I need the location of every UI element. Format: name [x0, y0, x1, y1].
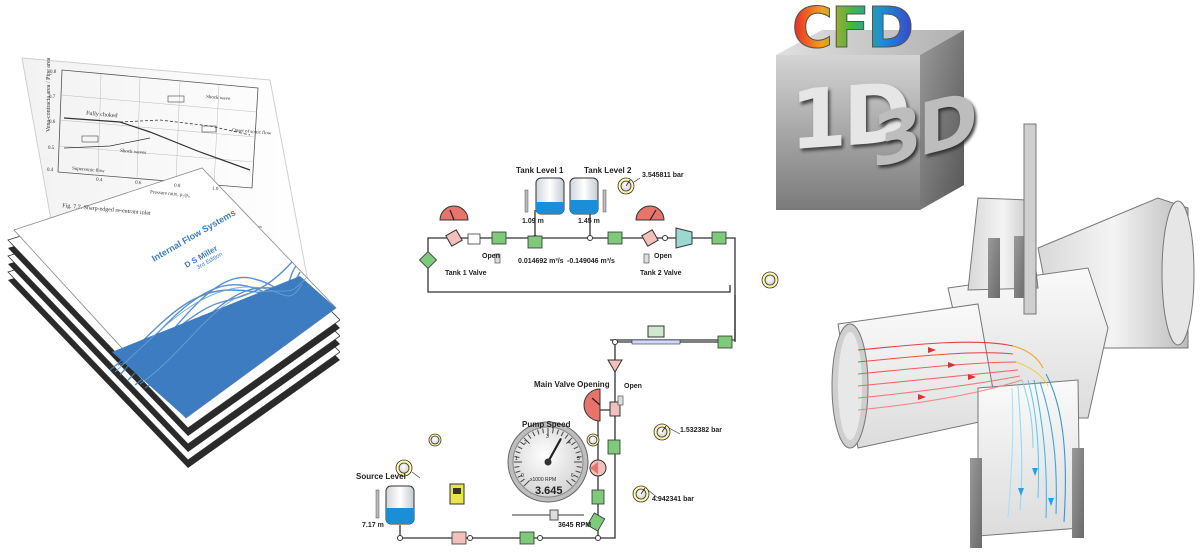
- dial-tick-2: 2: [524, 440, 527, 446]
- tank1-level: 1.09 m: [522, 218, 544, 225]
- dial-tick-mark: [515, 451, 521, 454]
- main-valve-label: Main Valve Opening: [534, 380, 610, 389]
- pump-rpm-readout: 3645 RPM: [558, 522, 592, 529]
- tank1-valve-state[interactable]: Open: [482, 253, 500, 260]
- dial-tick-0: 0: [521, 473, 524, 479]
- tank1-valve-label: Tank 1 Valve: [445, 270, 487, 277]
- dial-tick-mark: [576, 466, 582, 468]
- paper-ytick-1: 0.7: [49, 95, 56, 100]
- dial-tick-mark: [573, 474, 579, 478]
- paper-ytick-3: 0.5: [48, 146, 55, 151]
- dial-tick-mark: [542, 428, 544, 434]
- dial-tick-mark: [517, 446, 523, 450]
- paper-xtick-0: 0.4: [95, 177, 103, 184]
- cfd-logo-text: CFD: [792, 0, 915, 62]
- arrow-components: [467, 233, 481, 245]
- dial-tick-mark: [537, 429, 540, 435]
- paper-xtick-2: 0.8: [173, 183, 181, 190]
- flow-rate-1: 0.014692 m³/s: [518, 258, 564, 265]
- tank1-label: Tank Level 1: [516, 166, 564, 175]
- nozzle: [675, 227, 693, 249]
- pipe-bar: [631, 339, 681, 345]
- schematic-svg: [375, 177, 779, 545]
- cfd-cube-logo: [770, 0, 970, 215]
- dial-tick-mark: [564, 434, 569, 439]
- dial-tick-mark: [575, 451, 581, 454]
- pump-speed-slider: [512, 509, 584, 521]
- main-valve-state[interactable]: Open: [624, 383, 642, 390]
- dial-tick-4: 4: [568, 440, 571, 446]
- dial-tick-mark: [566, 480, 573, 487]
- dial-tick-1: 1: [515, 456, 518, 462]
- yellow-meter: [449, 483, 465, 505]
- small-gauges: [395, 177, 779, 503]
- dial-tick-mark: [514, 456, 520, 458]
- source-level-value: 7.17 m: [362, 522, 384, 529]
- pump-speed-label: Pump Speed: [522, 420, 571, 429]
- dial-tick-mark: [515, 470, 521, 473]
- check-valve: [607, 359, 623, 373]
- dial-tick-mark: [520, 441, 525, 446]
- pump-symbol: [589, 459, 607, 477]
- paper-ytick-4: 0.4: [47, 168, 54, 173]
- pressure-mid-readout: 1.532382 bar: [680, 427, 723, 434]
- tank2-valve-state[interactable]: Open: [654, 253, 672, 260]
- paper-ytick-2: 0.6: [49, 120, 56, 125]
- dial-tick-mark: [571, 478, 576, 483]
- dial-tick-mark: [571, 441, 576, 446]
- dial-tick-mark: [556, 429, 559, 435]
- tank1-valve-gauge: [439, 205, 469, 247]
- paper-xtick-1: 0.6: [134, 180, 142, 187]
- meter-box: [647, 325, 665, 338]
- dial-tick-6: 6: [571, 473, 574, 479]
- dial-tick-mark: [566, 437, 573, 444]
- dial-tick-mark: [527, 434, 532, 439]
- pump-dial-unit: x1000 RPM: [530, 477, 557, 483]
- dial-tick-mark: [520, 478, 525, 483]
- source-level-label: Source Level: [356, 472, 406, 481]
- flow-network-schematic: [340, 150, 790, 550]
- tank2-valve-gauge: [635, 205, 665, 247]
- tank-source: [375, 485, 415, 525]
- dial-tick-mark: [552, 428, 554, 434]
- dial-tick-mark: [575, 470, 581, 473]
- tank2-level: 1.45 m: [578, 218, 600, 225]
- main-valve-gauge: [583, 388, 621, 422]
- dial-tick-mark: [532, 431, 536, 437]
- paper-ytick-0: 0.8: [50, 70, 57, 75]
- dial-tick-mark: [560, 431, 564, 437]
- dial-tick-mark: [523, 480, 530, 487]
- dial-tick-mark: [576, 456, 582, 458]
- book-illustration: [0, 40, 341, 480]
- dial-tick-5: 5: [577, 456, 580, 462]
- flow-rate-2: -0.149046 m³/s: [567, 258, 615, 265]
- pressure-top-readout: 3.545811 bar: [642, 172, 684, 179]
- tank2-valve-label: Tank 2 Valve: [640, 270, 682, 277]
- pipe-components: [418, 231, 733, 545]
- pump-speed-dial: [507, 421, 589, 503]
- dial-tick-mark: [573, 446, 579, 450]
- tank2-label: Tank Level 2: [584, 166, 632, 175]
- book-cover: [13, 167, 337, 419]
- dial-tick-mark: [523, 437, 530, 444]
- paper-xtick-3: 1.0: [211, 186, 219, 193]
- tank-2: [569, 177, 607, 215]
- dial-tick-3: 3: [546, 434, 549, 440]
- pressure-low-readout: 4.942341 bar: [652, 496, 695, 503]
- pump-dial-reading: 3.645: [535, 485, 563, 497]
- tank-1: [524, 177, 565, 215]
- dial-tick-mark: [517, 474, 523, 478]
- valve-cfd-render: [828, 118, 1200, 550]
- dial-tick-mark: [514, 466, 520, 468]
